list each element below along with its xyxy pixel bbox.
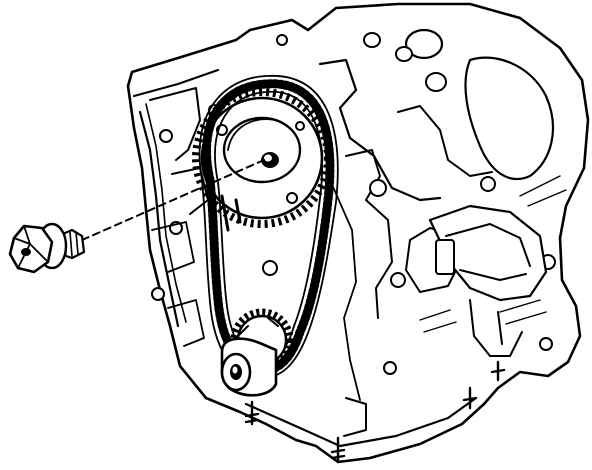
engine-block-icon [126,2,590,464]
timing-chain-icon [198,75,339,379]
cylinder-bore-icons [363,28,554,181]
camshaft-sprocket-bolt-icon [8,159,265,274]
bottom-stud-icons [244,360,506,464]
crankshaft-sprocket-icon [220,308,294,397]
